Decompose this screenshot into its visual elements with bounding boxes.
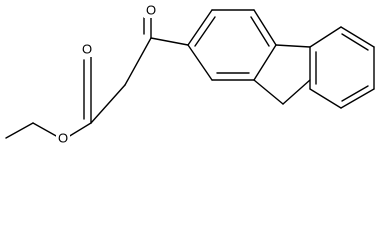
bond-ring-c-4 bbox=[340, 88, 375, 109]
bond-ring-b-biaryl bbox=[275, 44, 311, 48]
ketone-oxygen-label: O bbox=[146, 3, 156, 18]
bond-ring-c-1 bbox=[309, 26, 342, 48]
bond-ring-c-2-inner bbox=[341, 33, 369, 51]
bond-ketone-c-ring bbox=[150, 37, 189, 46]
atom-labels: O O O bbox=[56, 2, 158, 146]
bond-ethyl-ch2-o bbox=[32, 122, 59, 138]
bond-ester-o-carbonyl-c bbox=[67, 122, 92, 138]
bond-ring-c-5 bbox=[309, 88, 342, 109]
bond-ring-b-ch2-right bbox=[282, 79, 311, 105]
bond-ring-a-4 bbox=[253, 44, 277, 81]
bond-ring-a-3 bbox=[253, 9, 277, 46]
bond-ring-c-2 bbox=[340, 26, 375, 48]
bond-ring-a-3-inner bbox=[250, 16, 270, 47]
bond-ring-b-ch2-left bbox=[253, 79, 284, 105]
bond-ring-a-1 bbox=[187, 9, 213, 46]
ester-oxygen-label: O bbox=[58, 131, 68, 146]
bonds bbox=[5, 9, 375, 139]
bond-ethyl-ch3-ch2 bbox=[5, 122, 34, 139]
bond-methylene-ketone-c bbox=[124, 37, 152, 86]
carbonyl-oxygen-label: O bbox=[82, 42, 92, 57]
bond-ring-a-1-inner bbox=[194, 16, 216, 47]
chemical-structure-diagram: O O O bbox=[5, 2, 375, 146]
bond-ring-a-6 bbox=[187, 44, 213, 81]
bond-ring-c-4-inner bbox=[341, 85, 369, 102]
bond-carbonyl-c-methylene bbox=[90, 84, 126, 124]
